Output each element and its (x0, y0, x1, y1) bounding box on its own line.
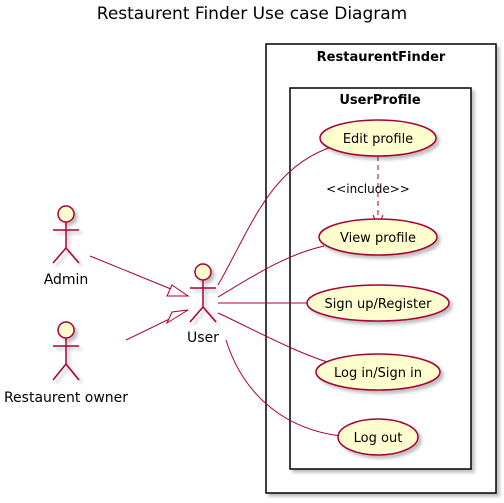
use-case-ellipse[interactable] (319, 119, 437, 157)
generalization-arrowhead-admin (166, 284, 190, 297)
use-case-view-profile[interactable]: View profile (318, 218, 438, 256)
use-case-label: Log in/Sign in (334, 366, 422, 381)
actor-restaurent-owner[interactable]: Restaurent owner (4, 321, 128, 406)
package-label: UserProfile (339, 93, 420, 108)
generalization-arrowhead-owner (165, 309, 189, 325)
use-case-ellipse[interactable] (337, 418, 419, 456)
use-case-label: Edit profile (343, 132, 413, 147)
actor-label: User (187, 330, 219, 346)
actors: Admin User Restaurent owner (4, 205, 219, 406)
use-cases: Edit profile View profile Sign up/Regist… (306, 119, 450, 456)
relation-user-login (217, 312, 331, 364)
use-case-edit-profile[interactable]: Edit profile (319, 119, 437, 157)
use-case-ellipse[interactable] (315, 353, 441, 391)
stick-figure-icon (52, 321, 80, 381)
relation-user-edit (217, 145, 336, 286)
actor-label: Restaurent owner (4, 390, 128, 406)
use-case-label: Sign up/Register (325, 297, 433, 312)
actor-user[interactable]: User (187, 263, 219, 346)
use-case-label: Log out (354, 431, 403, 446)
relation-user-view (217, 245, 325, 298)
use-case-ellipse[interactable] (318, 218, 438, 256)
use-case-sign-up[interactable]: Sign up/Register (306, 284, 450, 322)
stick-figure-icon (52, 205, 80, 264)
relation-user-logout (225, 339, 342, 437)
include-label: <<include>> (326, 182, 410, 196)
use-case-ellipse[interactable] (306, 284, 450, 322)
diagram-title: Restaurent Finder Use case Diagram (97, 4, 407, 24)
relations: <<include>> (89, 145, 410, 437)
actor-label: Admin (44, 272, 89, 288)
stick-figure-icon (189, 263, 217, 323)
actor-admin[interactable]: Admin (44, 205, 89, 288)
system-label: RestaurentFinder (317, 50, 446, 65)
use-case-log-in[interactable]: Log in/Sign in (315, 353, 441, 391)
use-case-label: View profile (340, 231, 416, 246)
use-case-log-out[interactable]: Log out (337, 418, 419, 456)
